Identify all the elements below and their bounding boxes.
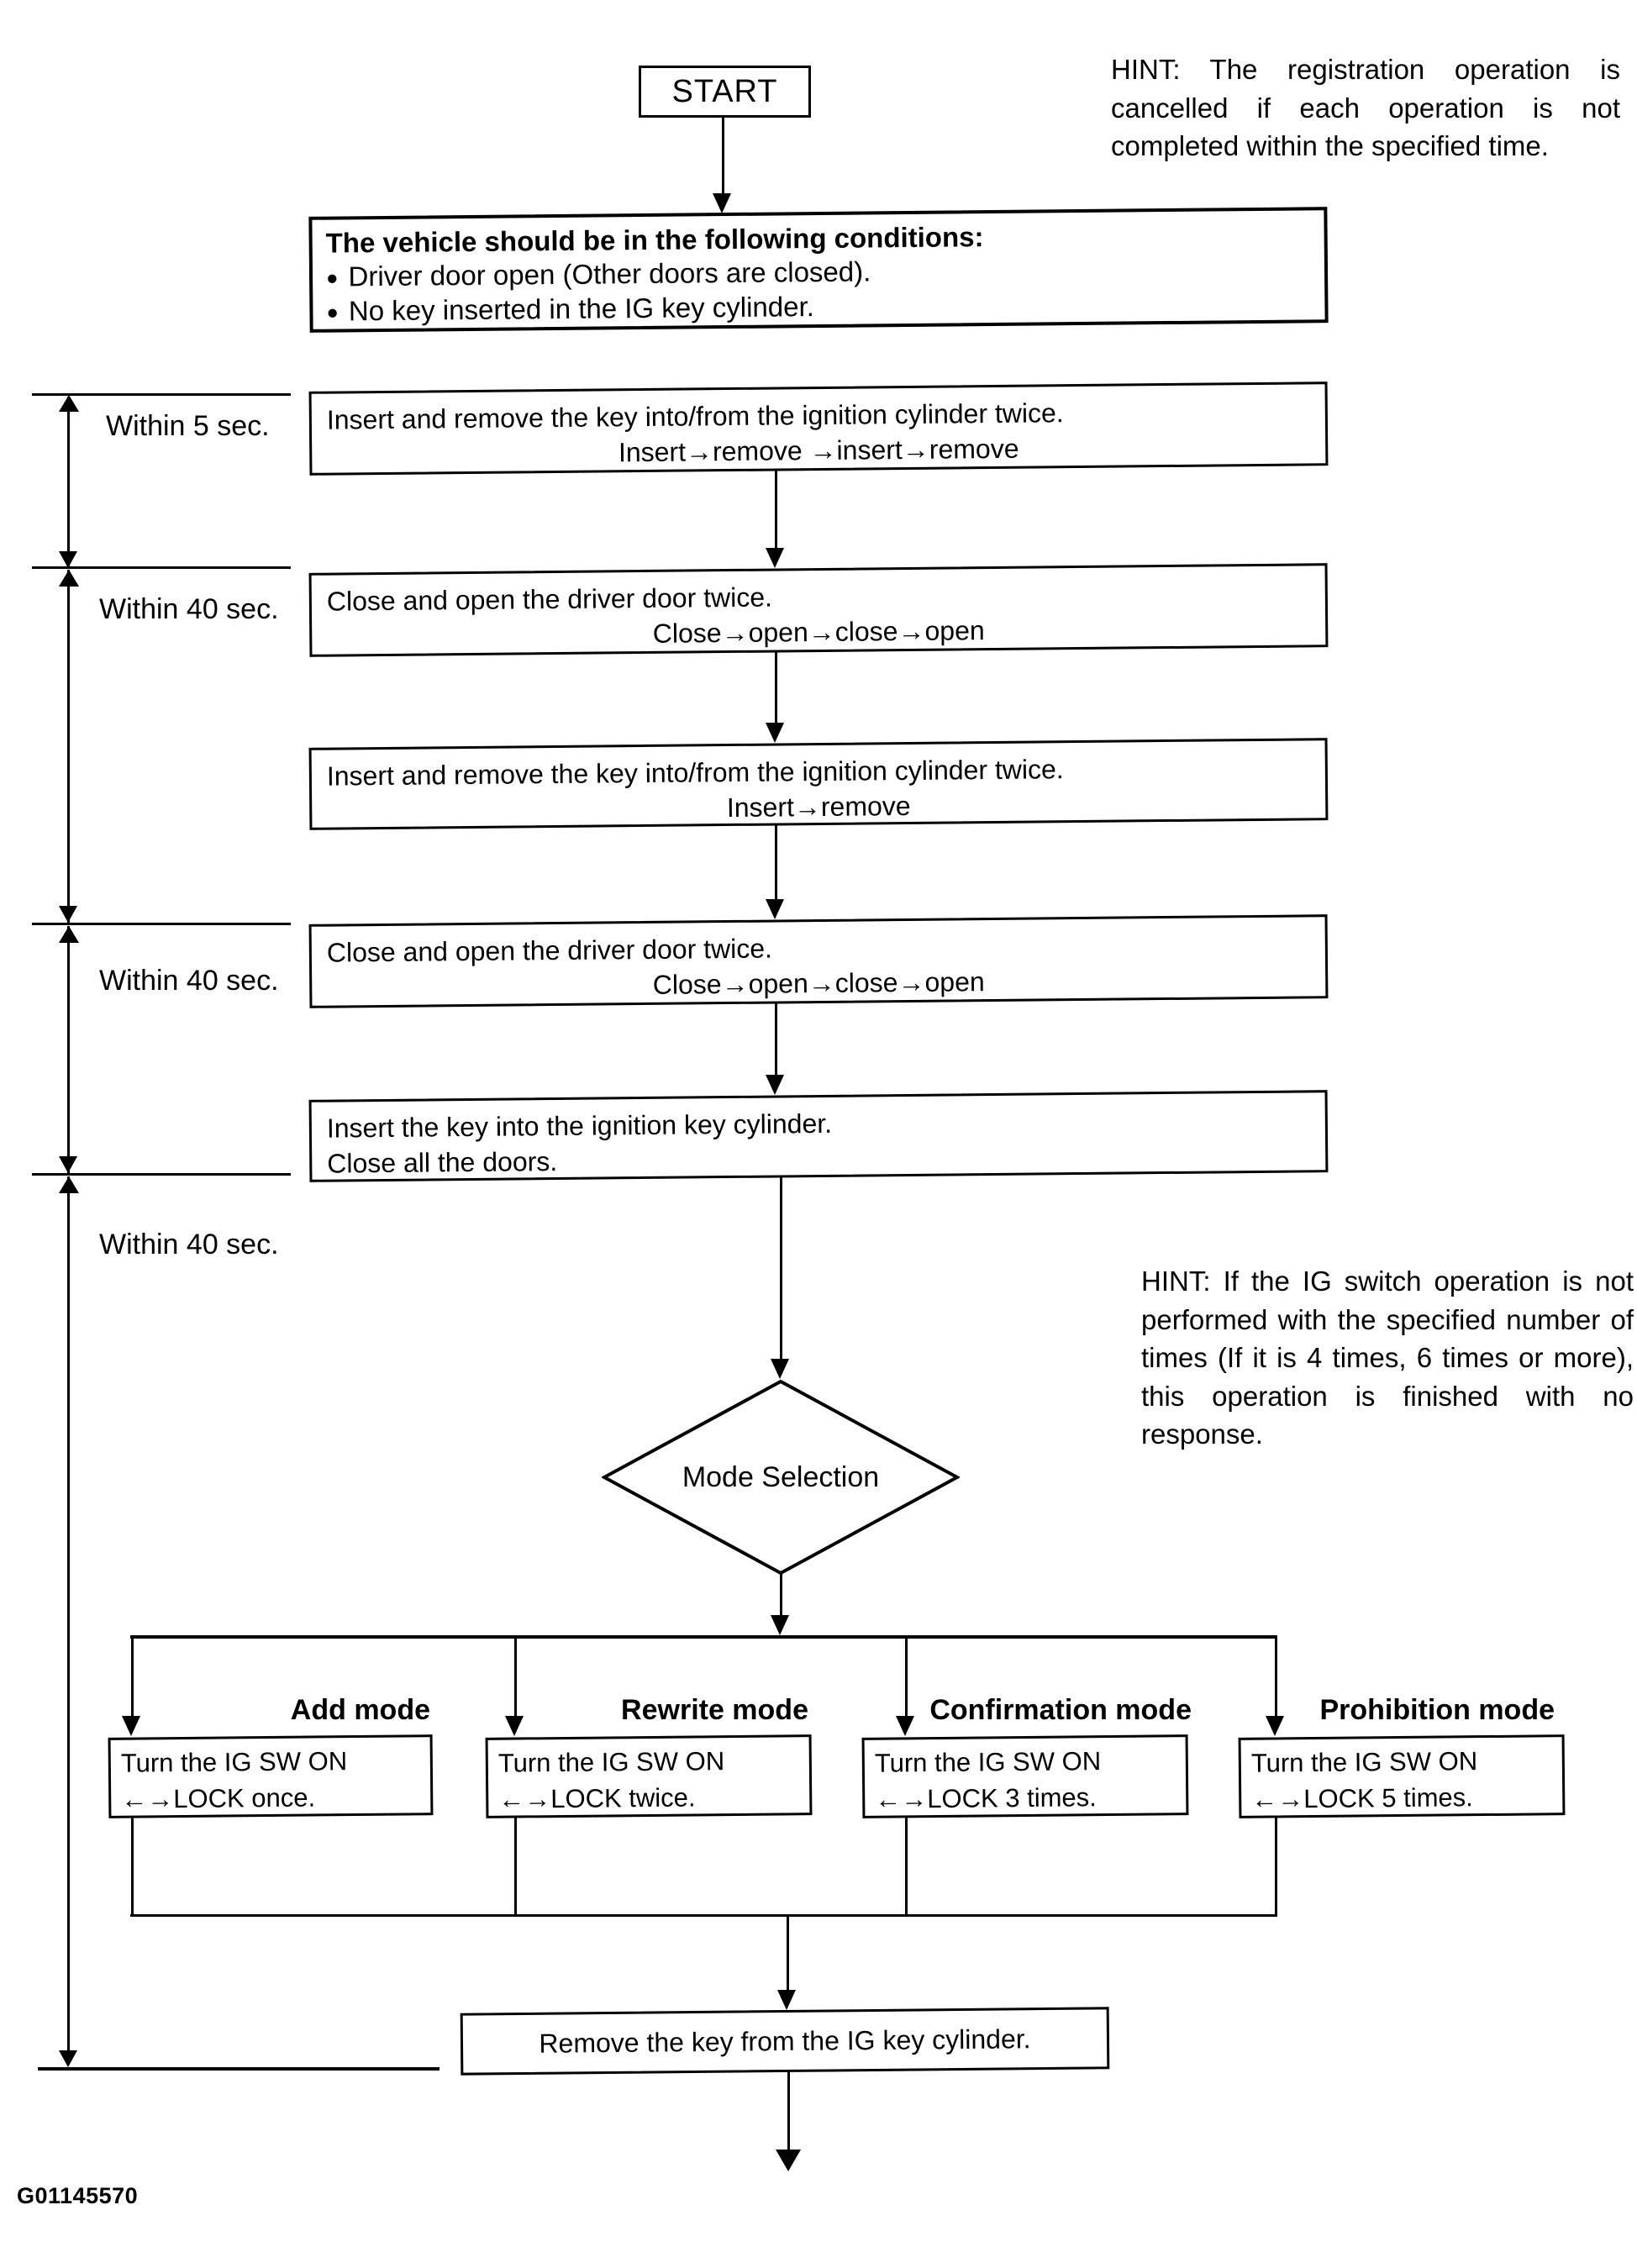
- connector-line: [780, 1574, 782, 1618]
- step-insert-key-close-doors-box: Insert the key into the ignition key cyl…: [308, 1090, 1329, 1182]
- arrow-down-icon: [771, 1359, 789, 1379]
- arrow-down-icon: [766, 548, 784, 568]
- connector-line: [775, 1002, 777, 1078]
- step-line1: Remove the key from the IG key cylinder.: [539, 2023, 1031, 2059]
- tick-line: [32, 566, 291, 569]
- arrow-down-icon: [766, 1075, 784, 1095]
- figure-code: G01145570: [17, 2183, 139, 2208]
- mode-title-confirmation: Confirmation mode: [929, 1694, 1192, 1726]
- connector-line: [514, 1639, 517, 1719]
- start-label: START: [671, 73, 778, 109]
- mode-line1: Turn the IG SW ON: [120, 1746, 348, 1778]
- branch-merge-line: [130, 1914, 1277, 1917]
- arrow-up-icon: [59, 1176, 79, 1193]
- hint-registration-cancelled: HINT: The registration operation is canc…: [1111, 54, 1620, 162]
- timer-label-within-40-sec-3: Within 40 sec.: [99, 1229, 279, 1260]
- tick-line: [38, 2067, 440, 2071]
- mode-confirmation-box: Turn the IG SW ON ←→LOCK 3 times.: [861, 1734, 1189, 1818]
- step-remove-key-box: Remove the key from the IG key cylinder.: [460, 2007, 1110, 2076]
- mode-title-prohibition: Prohibition mode: [1319, 1694, 1555, 1726]
- step-key-cycle-twice-box: Insert and remove the key into/from the …: [308, 382, 1329, 476]
- connector-line: [905, 1639, 908, 1719]
- arrow-down-icon: [713, 193, 731, 213]
- arrow-down-icon: [771, 1615, 789, 1635]
- start-node: START: [639, 66, 811, 118]
- connector-line: [1275, 1815, 1277, 1916]
- arrow-down-icon: [59, 1156, 77, 1173]
- arrow-down-icon: [766, 899, 784, 919]
- decision-diamond: [602, 1379, 960, 1576]
- decision-label: Mode Selection: [682, 1460, 880, 1493]
- arrow-down-icon: [505, 1716, 524, 1736]
- connector-line: [787, 2072, 790, 2151]
- connector-line: [1275, 1639, 1277, 1719]
- vehicle-conditions-box: The vehicle should be in the following c…: [308, 207, 1329, 333]
- timer-label-within-5-sec: Within 5 sec.: [106, 410, 270, 442]
- arrow-down-icon: [896, 1716, 914, 1736]
- arrow-down-icon: [59, 2050, 77, 2067]
- arrow-down-icon: [122, 1716, 140, 1736]
- timer-span-line: [67, 1176, 70, 2050]
- timer-span-line: [67, 397, 70, 566]
- connector-line: [131, 1815, 134, 1916]
- connector-line: [905, 1815, 908, 1916]
- mode-line2: ←→LOCK 3 times.: [875, 1782, 1097, 1815]
- mode-prohibition-box: Turn the IG SW ON ←→LOCK 5 times.: [1238, 1734, 1566, 1818]
- arrow-up-icon: [59, 395, 79, 412]
- timer-span-line: [67, 570, 70, 923]
- arrow-down-icon: [1266, 1716, 1284, 1736]
- arrow-down-icon: [59, 551, 77, 568]
- timer-label-within-40-sec-1: Within 40 sec.: [99, 593, 279, 625]
- mode-add-box: Turn the IG SW ON ←→LOCK once.: [108, 1734, 434, 1818]
- mode-title-add: Add mode: [290, 1694, 430, 1726]
- arrow-up-icon: [59, 926, 79, 943]
- tick-line: [32, 393, 291, 396]
- timer-span-line: [67, 926, 70, 1173]
- mode-line2: ←→LOCK 5 times.: [1251, 1782, 1473, 1815]
- arrow-down-icon: [776, 2150, 801, 2171]
- tick-line: [32, 1173, 291, 1176]
- arrow-down-icon: [766, 723, 784, 743]
- connector-line: [780, 1176, 782, 1362]
- tick-line: [32, 923, 291, 925]
- step-door-cycle-1-box: Close and open the driver door twice. Cl…: [308, 563, 1329, 657]
- mode-line1: Turn the IG SW ON: [497, 1746, 725, 1778]
- connector-line: [787, 1917, 789, 1993]
- timer-label-within-40-sec-2: Within 40 sec.: [99, 965, 279, 997]
- branch-distribution-line: [130, 1635, 1277, 1639]
- mode-rewrite-box: Turn the IG SW ON ←→LOCK twice.: [485, 1734, 813, 1818]
- step-door-cycle-2-box: Close and open the driver door twice. Cl…: [308, 914, 1329, 1008]
- connector-line: [775, 650, 777, 726]
- mode-title-rewrite: Rewrite mode: [621, 1694, 808, 1726]
- arrow-down-icon: [59, 906, 77, 923]
- mode-line2: ←→LOCK once.: [121, 1782, 316, 1815]
- connector-line: [775, 469, 777, 550]
- step-key-cycle-once-box: Insert and remove the key into/from the …: [308, 738, 1329, 830]
- hint-ig-switch-times: HINT: If the IG switch operation is not …: [1141, 1266, 1634, 1450]
- connector-line: [775, 824, 777, 902]
- connector-line: [722, 118, 724, 195]
- connector-line: [131, 1639, 134, 1719]
- connector-line: [514, 1815, 517, 1916]
- diamond-shape: [602, 1379, 960, 1576]
- mode-line2: ←→LOCK twice.: [498, 1782, 696, 1815]
- arrow-up-icon: [59, 570, 79, 587]
- mode-line1: Turn the IG SW ON: [1250, 1746, 1478, 1778]
- mode-line1: Turn the IG SW ON: [874, 1746, 1102, 1778]
- arrow-down-icon: [777, 1990, 796, 2010]
